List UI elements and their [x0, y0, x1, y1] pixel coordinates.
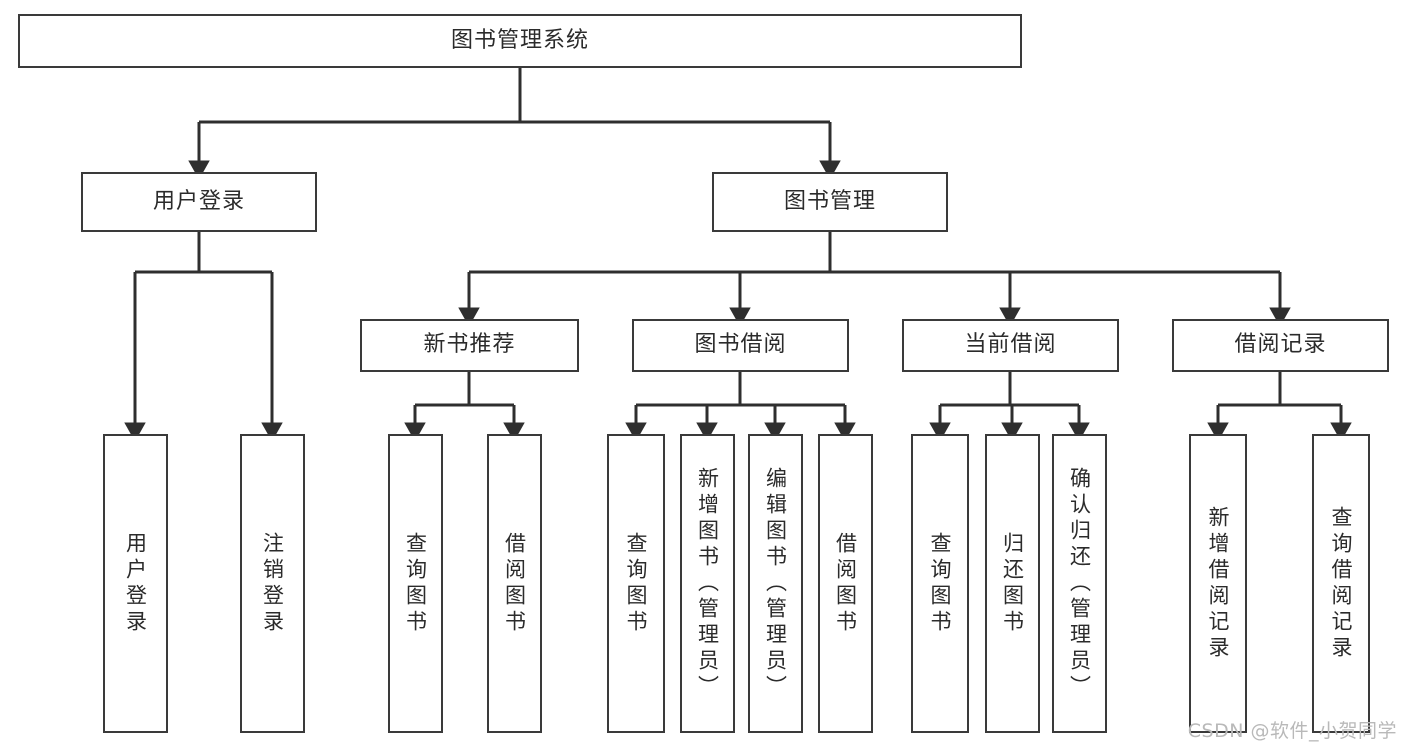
node-book-borrow-label: 图书借阅 [694, 332, 787, 358]
node-leaf-return-book-label: 归还图书 [1000, 531, 1025, 636]
node-leaf-edit-book-label: 编辑图书（管理员） [763, 466, 788, 701]
watermark-text: CSDN @软件_小贺同学 [1187, 720, 1397, 742]
node-leaf-add-record[interactable]: 新增借阅记录 [1189, 434, 1247, 733]
node-leaf-confirm-return[interactable]: 确认归还（管理员） [1052, 434, 1107, 733]
node-leaf-query-book-borrow[interactable]: 查询图书 [607, 434, 665, 733]
node-leaf-query-record[interactable]: 查询借阅记录 [1312, 434, 1370, 733]
node-new-book-recommend-label: 新书推荐 [423, 332, 516, 358]
node-book-manage[interactable]: 图书管理 [712, 172, 948, 232]
node-leaf-query-record-label: 查询借阅记录 [1329, 505, 1354, 662]
node-leaf-query-book-rec-label: 查询图书 [403, 531, 428, 636]
node-root-label: 图书管理系统 [450, 27, 589, 53]
node-leaf-add-book[interactable]: 新增图书（管理员） [680, 434, 735, 733]
node-leaf-borrow-book-rec[interactable]: 借阅图书 [487, 434, 542, 733]
node-borrow-record-label: 借阅记录 [1234, 332, 1327, 358]
node-leaf-logout-label: 注销登录 [260, 531, 285, 636]
node-leaf-borrow-book-label: 借阅图书 [833, 531, 858, 636]
node-leaf-confirm-return-label: 确认归还（管理员） [1067, 466, 1092, 701]
node-new-book-recommend[interactable]: 新书推荐 [360, 319, 579, 372]
node-leaf-return-book[interactable]: 归还图书 [985, 434, 1040, 733]
node-root[interactable]: 图书管理系统 [18, 14, 1022, 68]
node-book-borrow[interactable]: 图书借阅 [632, 319, 849, 372]
node-leaf-query-book-rec[interactable]: 查询图书 [388, 434, 443, 733]
node-leaf-query-book-cur[interactable]: 查询图书 [911, 434, 969, 733]
node-leaf-borrow-book[interactable]: 借阅图书 [818, 434, 873, 733]
node-user-login[interactable]: 用户登录 [81, 172, 317, 232]
node-leaf-add-record-label: 新增借阅记录 [1206, 505, 1231, 662]
node-current-borrow[interactable]: 当前借阅 [902, 319, 1119, 372]
node-leaf-edit-book[interactable]: 编辑图书（管理员） [748, 434, 803, 733]
node-leaf-add-book-label: 新增图书（管理员） [695, 466, 720, 701]
node-leaf-user-login[interactable]: 用户登录 [103, 434, 168, 733]
node-leaf-borrow-book-rec-label: 借阅图书 [502, 531, 527, 636]
node-leaf-query-book-borrow-label: 查询图书 [624, 531, 649, 636]
node-leaf-logout[interactable]: 注销登录 [240, 434, 305, 733]
node-user-login-label: 用户登录 [152, 188, 245, 214]
node-book-manage-label: 图书管理 [783, 188, 876, 214]
node-borrow-record[interactable]: 借阅记录 [1172, 319, 1389, 372]
node-leaf-user-login-label: 用户登录 [123, 531, 148, 636]
node-leaf-query-book-cur-label: 查询图书 [928, 531, 953, 636]
connector-lines [124, 68, 1352, 442]
node-current-borrow-label: 当前借阅 [964, 332, 1057, 358]
